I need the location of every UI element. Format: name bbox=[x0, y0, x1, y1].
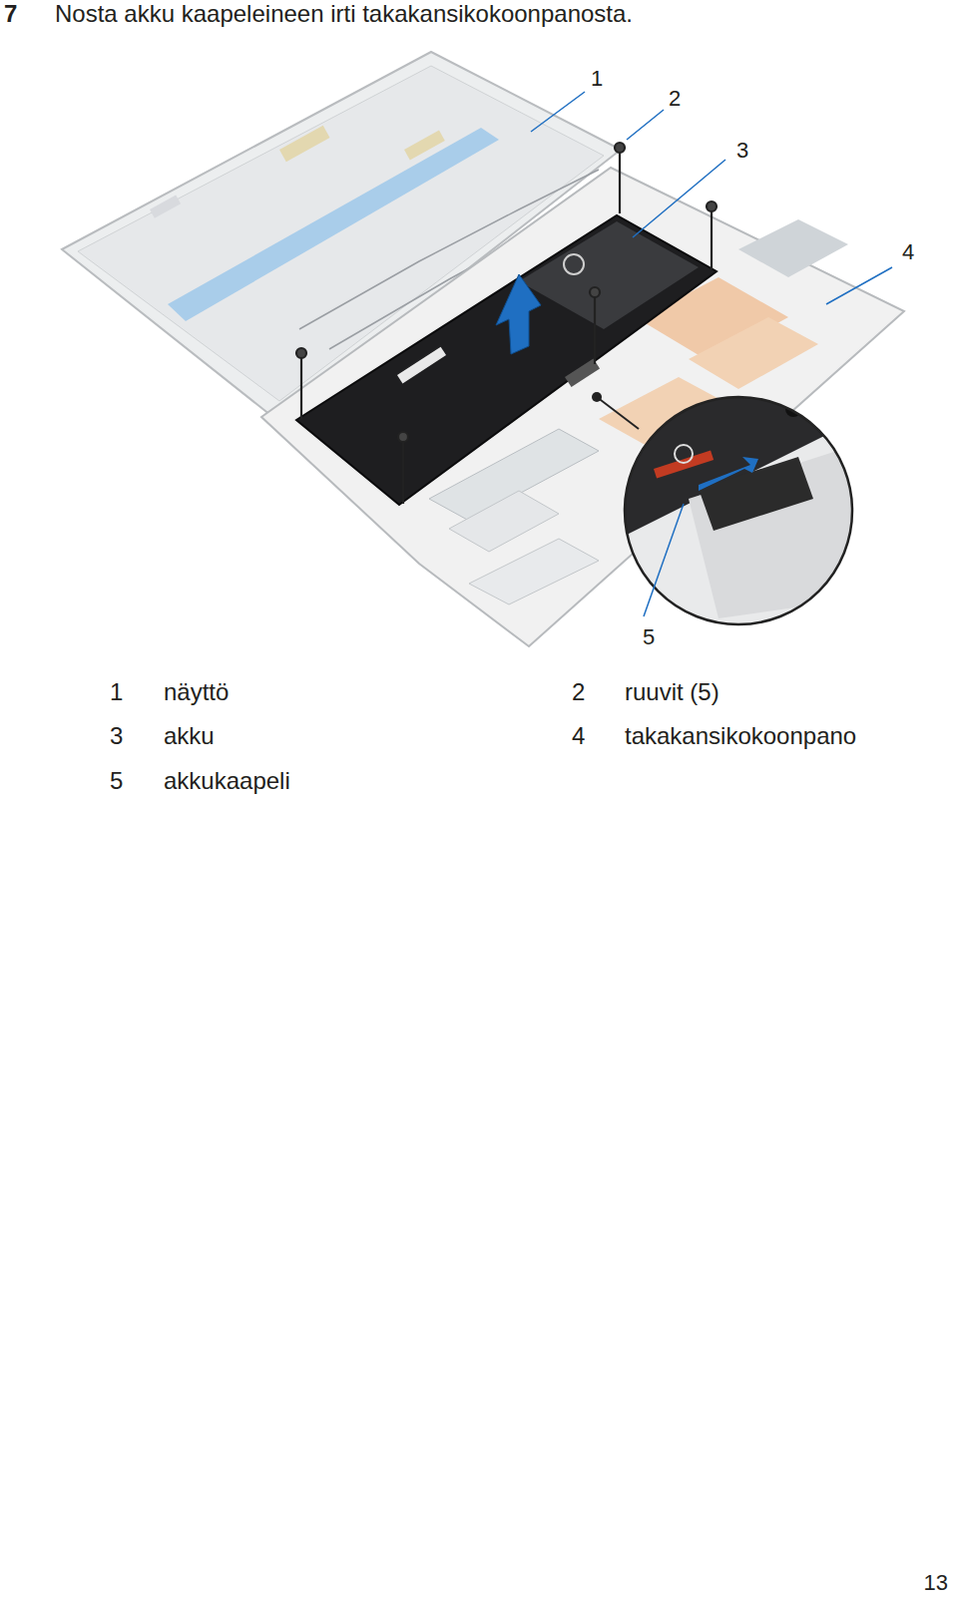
leader-lines-part bbox=[632, 159, 726, 238]
battery-part bbox=[563, 254, 584, 275]
connector-zoom-part-part bbox=[674, 445, 693, 464]
callout-number: 4 bbox=[902, 239, 915, 265]
legend-text: akku bbox=[163, 722, 215, 751]
connector-zoom-part bbox=[591, 392, 602, 403]
legend-number: 3 bbox=[109, 722, 123, 751]
connector-zoom-part-part bbox=[618, 394, 859, 634]
lift-arrow bbox=[495, 274, 541, 355]
screws-part bbox=[710, 210, 713, 270]
legend-number: 4 bbox=[571, 722, 585, 751]
callout-number: 3 bbox=[736, 137, 749, 163]
callout-number: 1 bbox=[590, 65, 603, 91]
leader-lines bbox=[530, 91, 893, 617]
screws-part bbox=[296, 348, 307, 359]
battery-part bbox=[518, 221, 699, 330]
legend-text: näyttö bbox=[163, 678, 229, 707]
display-panel-part bbox=[149, 194, 181, 218]
screws-part bbox=[614, 142, 625, 153]
legend-text: akkukaapeli bbox=[163, 767, 291, 796]
leader-lines-part bbox=[643, 503, 684, 617]
screws-part bbox=[593, 296, 596, 365]
leader-lines-part bbox=[626, 109, 664, 140]
connector-zoom-part bbox=[624, 397, 853, 625]
back-cover-assembly-part bbox=[738, 219, 849, 278]
screws-part bbox=[706, 201, 717, 212]
screws-part bbox=[402, 441, 405, 504]
leader-lines-part bbox=[826, 267, 893, 305]
legend-text: takakansikokoonpano bbox=[624, 722, 857, 751]
back-cover-assembly-part bbox=[469, 538, 599, 605]
display-panel-part bbox=[279, 125, 331, 162]
step-instruction: Nosta akku kaapeleineen irti takakansiko… bbox=[54, 0, 633, 28]
screws-part bbox=[618, 151, 621, 214]
connector-zoom-part-part bbox=[688, 444, 859, 619]
battery-part bbox=[397, 347, 447, 385]
legend-number: 2 bbox=[571, 678, 585, 707]
connector-zoom-part-part bbox=[698, 457, 759, 491]
screws-part bbox=[300, 357, 303, 420]
back-cover-assembly-part bbox=[261, 167, 905, 647]
legend-text: ruuvit (5) bbox=[624, 678, 720, 707]
connector-zoom-part-part bbox=[698, 457, 814, 531]
callout-number: 2 bbox=[668, 85, 681, 111]
back-cover-assembly-part bbox=[688, 317, 819, 390]
back-cover-assembly-part bbox=[449, 490, 559, 552]
lift-arrow-part bbox=[495, 274, 541, 355]
connector-zoom-part-part bbox=[653, 450, 714, 479]
step-number: 7 bbox=[3, 0, 17, 28]
screws-part bbox=[589, 287, 600, 298]
leader-lines-part bbox=[530, 91, 585, 132]
connector-zoom bbox=[591, 392, 859, 634]
connector-zoom-part bbox=[596, 397, 639, 430]
legend-number: 1 bbox=[109, 678, 123, 707]
connector-zoom-part bbox=[618, 394, 859, 634]
page-number: 13 bbox=[924, 1570, 949, 1596]
screws-part bbox=[398, 432, 409, 443]
legend-number: 5 bbox=[109, 767, 123, 796]
callout-number: 5 bbox=[642, 624, 655, 650]
display-panel-part bbox=[404, 130, 446, 161]
back-cover-assembly bbox=[261, 167, 905, 647]
